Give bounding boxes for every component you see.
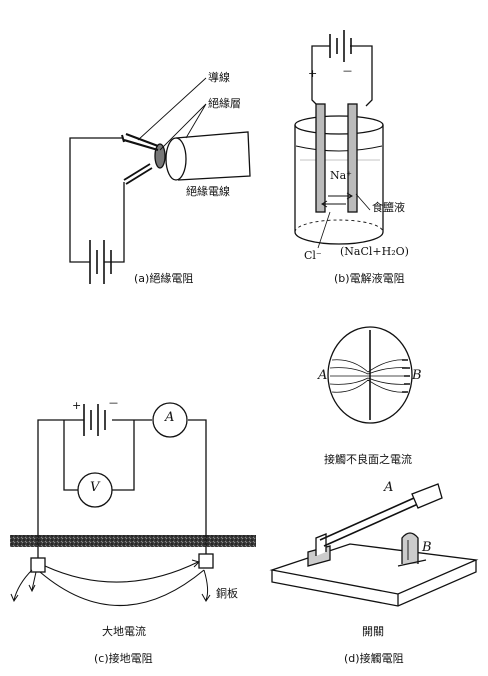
voltmeter-branch <box>63 420 135 491</box>
switch-blade <box>319 497 419 547</box>
beaker-rim <box>294 115 384 135</box>
caption-b: (b)電解液電阻 <box>334 272 405 285</box>
label-switch-b: B <box>422 540 432 555</box>
switch-base <box>269 543 479 595</box>
panel-c-ground-resistance <box>10 402 256 606</box>
current-arrow-left <box>10 569 33 603</box>
label-minus-c: － <box>108 397 119 410</box>
electrode-left <box>30 557 46 573</box>
label-point-b: B <box>412 368 422 383</box>
label-copper-plate: 銅板 <box>216 587 238 600</box>
label-formula: (NaCl+H₂O) <box>340 245 409 258</box>
label-switch: 開關 <box>362 625 384 638</box>
label-ion-na: Na⁺ <box>330 169 352 182</box>
label-ammeter: A <box>165 410 175 425</box>
caption-c: (c)接地電阻 <box>94 652 153 665</box>
caption-a: (a)絕緣電阻 <box>134 272 194 285</box>
liquid-surface <box>295 145 383 152</box>
label-conductor: 導線 <box>208 71 230 84</box>
label-insulated-wire: 絕緣電線 <box>186 185 230 198</box>
electrode-negative <box>347 103 358 213</box>
battery-c <box>83 404 106 436</box>
beaker-body <box>294 125 384 232</box>
insulated-wire <box>175 131 251 181</box>
ground-surface <box>10 535 256 547</box>
wire-end-ellipse <box>165 137 187 181</box>
label-switch-a: A <box>384 480 394 495</box>
label-plus-c: + <box>72 399 82 412</box>
label-insulation-layer: 絕緣層 <box>208 97 241 110</box>
label-voltmeter: V <box>90 480 100 495</box>
conductor-strand-lower <box>123 163 153 185</box>
earth-current-curve-2 <box>39 569 205 606</box>
contact-clip <box>401 532 419 564</box>
electrode-positive <box>315 103 326 213</box>
circuit-wire-c <box>37 419 207 560</box>
earth-current-curve-1 <box>44 561 199 583</box>
panel-b-electrolyte-resistance <box>294 30 384 249</box>
panel-a-insulation-resistance <box>69 77 251 284</box>
current-arrow-right <box>201 569 211 602</box>
arrow-cl <box>321 200 346 208</box>
arrow-na <box>328 192 353 200</box>
voltmeter-circle <box>77 472 113 508</box>
label-earth-current: 大地電流 <box>102 625 146 638</box>
conductor-strand-upper <box>123 132 159 152</box>
battery-a <box>89 240 112 284</box>
caption-d: (d)接觸電阻 <box>344 652 404 665</box>
label-ion-cl: Cl⁻ <box>304 249 322 262</box>
label-poor-contact-current: 接觸不良面之電流 <box>324 453 412 466</box>
label-plus-b: + <box>308 67 318 80</box>
label-brine: 食鹽液 <box>372 201 405 214</box>
electrode-right <box>198 553 214 569</box>
circuit-wire-b <box>311 45 373 84</box>
label-point-a: A <box>318 368 328 383</box>
circuit-wire-a <box>69 137 125 263</box>
current-flow-lines <box>329 359 411 393</box>
ammeter-circle <box>152 402 188 438</box>
leader-insulation <box>159 103 207 151</box>
label-minus-b: － <box>342 65 353 78</box>
switch-handle <box>411 483 443 509</box>
leader-conductor <box>137 77 207 141</box>
battery-b <box>329 30 352 62</box>
contact-magnified-view <box>327 326 413 424</box>
panel-d-contact-resistance <box>269 326 479 607</box>
